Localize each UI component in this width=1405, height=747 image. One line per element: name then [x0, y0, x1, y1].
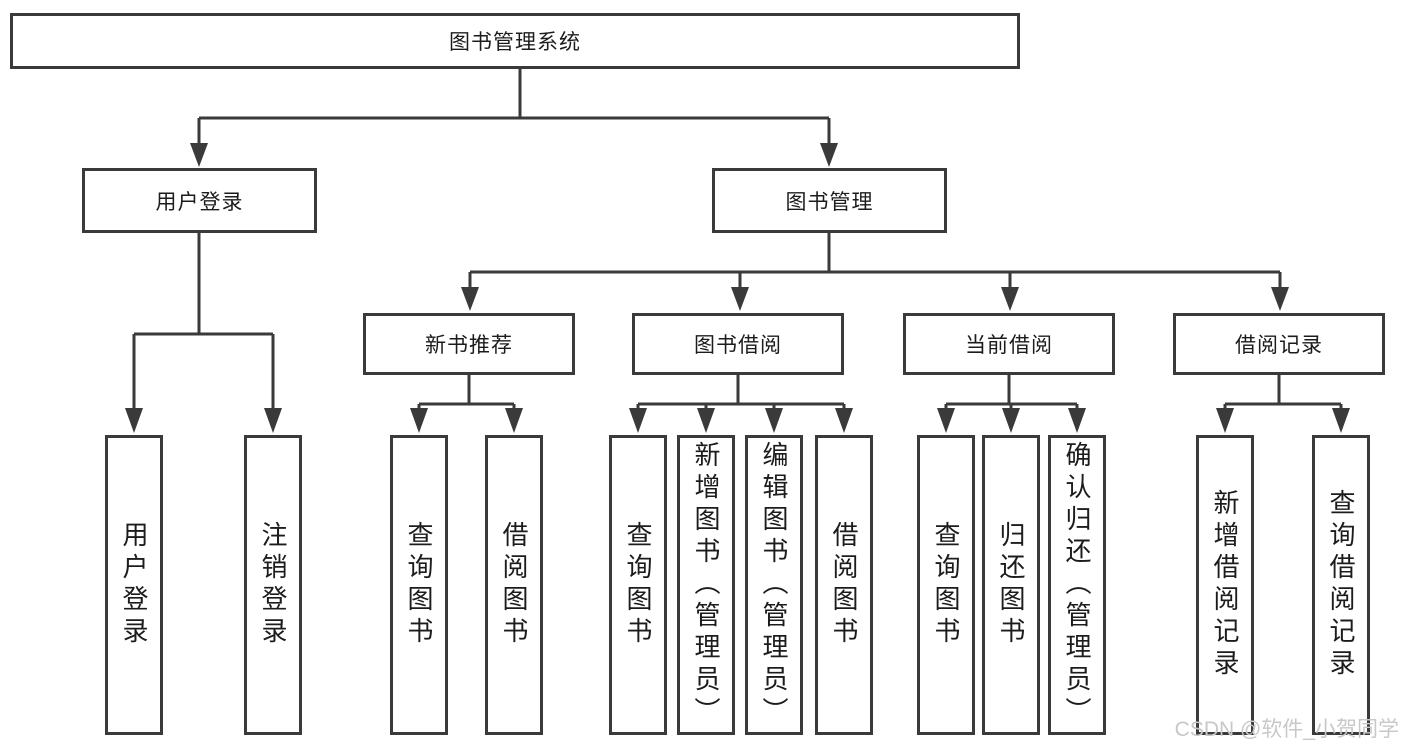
arrow-icon: [835, 408, 853, 433]
arrow-icon: [410, 408, 428, 433]
leaf-label: 查询图书: [404, 521, 434, 649]
leaf-label: 借阅图书: [829, 521, 859, 649]
arrow-icon: [264, 408, 282, 433]
leaf-label: 确认归还（管理员）: [1062, 441, 1092, 729]
arrow-icon: [629, 408, 647, 433]
leaf-query-books-current: 查询图书: [917, 435, 975, 735]
leaf-edit-books-admin: 编辑图书（管理员）: [745, 435, 803, 735]
leaf-add-books-admin: 新增图书（管理员）: [677, 435, 735, 735]
arrow-icon: [1271, 287, 1289, 311]
leaf-label: 查询图书: [623, 521, 653, 649]
node-user-login: 用户登录: [82, 168, 317, 233]
leaf-confirm-return-admin: 确认归还（管理员）: [1048, 435, 1106, 735]
leaf-label: 新增图书（管理员）: [691, 441, 721, 729]
leaf-user-login: 用户登录: [105, 435, 163, 735]
arrow-icon: [1332, 408, 1350, 433]
arrow-icon: [731, 287, 749, 311]
node-library-system: 图书管理系统: [10, 13, 1020, 69]
leaf-query-books-recommend: 查询图书: [390, 435, 448, 735]
leaf-label: 编辑图书（管理员）: [759, 441, 789, 729]
arrow-icon: [765, 408, 783, 433]
node-current-borrowing: 当前借阅: [903, 313, 1115, 375]
leaf-borrow-books-borrowing: 借阅图书: [815, 435, 873, 735]
arrow-icon: [461, 287, 479, 311]
arrow-icon: [1216, 408, 1234, 433]
node-book-management: 图书管理: [712, 168, 947, 233]
leaf-logout: 注销登录: [244, 435, 302, 735]
arrow-icon: [505, 408, 523, 433]
leaf-label: 用户登录: [119, 521, 149, 649]
watermark: CSDN @软件_小贺同学: [1174, 718, 1399, 741]
leaf-label: 查询借阅记录: [1326, 489, 1356, 681]
arrow-icon: [1002, 408, 1020, 433]
leaf-return-books: 归还图书: [982, 435, 1040, 735]
leaf-label: 借阅图书: [499, 521, 529, 649]
arrow-icon: [937, 408, 955, 433]
leaf-label: 归还图书: [996, 521, 1026, 649]
leaf-add-borrow-record: 新增借阅记录: [1196, 435, 1254, 735]
arrow-icon: [125, 408, 143, 433]
leaf-borrow-books-recommend: 借阅图书: [485, 435, 543, 735]
arrow-icon: [1068, 408, 1086, 433]
arrow-icon: [820, 143, 838, 167]
leaf-query-books-borrowing: 查询图书: [609, 435, 667, 735]
node-book-borrowing: 图书借阅: [632, 313, 844, 375]
leaf-label: 查询图书: [931, 521, 961, 649]
arrow-icon: [697, 408, 715, 433]
leaf-label: 注销登录: [258, 521, 288, 649]
node-new-book-recommendation: 新书推荐: [363, 313, 575, 375]
node-borrowing-records: 借阅记录: [1173, 313, 1385, 375]
arrow-icon: [1001, 287, 1019, 311]
leaf-label: 新增借阅记录: [1210, 489, 1240, 681]
leaf-query-borrow-record: 查询借阅记录: [1312, 435, 1370, 735]
arrow-icon: [190, 143, 208, 167]
